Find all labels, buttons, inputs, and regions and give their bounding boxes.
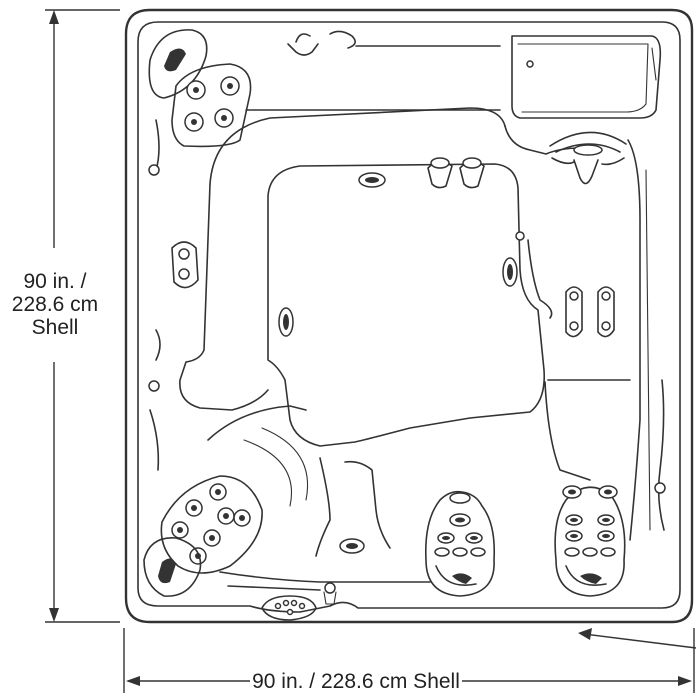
fountain-fixture xyxy=(549,131,627,185)
height-dimension xyxy=(45,9,120,623)
filter-compartment-icon xyxy=(511,35,662,119)
footwell xyxy=(149,45,665,591)
wall-jets xyxy=(278,172,525,554)
height-label-line-3: Shell xyxy=(31,316,79,339)
width-label-text: 90 in. / 228.6 cm Shell xyxy=(252,670,460,693)
jet-cluster-top-left xyxy=(171,63,252,148)
seat-jets-right xyxy=(554,485,626,597)
twin-jets-top xyxy=(427,157,485,189)
arrow-left-icon xyxy=(578,628,697,649)
shell-inner-rim xyxy=(137,21,681,613)
height-label-line-2: 228.6 cm xyxy=(11,293,99,316)
pillow-bottom-left xyxy=(143,537,202,597)
left-wall-twin-jets xyxy=(171,241,199,289)
pillow-top-left xyxy=(148,29,208,99)
control-panel-icon xyxy=(261,595,317,621)
top-center-fixture xyxy=(287,30,356,56)
right-seat-jets xyxy=(565,286,615,338)
height-label-line-1: 90 in. / xyxy=(23,270,87,293)
width-dimension xyxy=(123,628,695,693)
seat-jets-center xyxy=(424,490,496,597)
height-dimension-label: 90 in. / 228.6 cm Shell xyxy=(0,270,110,339)
shell-outline xyxy=(124,8,694,624)
lounge-jet-cluster xyxy=(160,475,263,574)
width-dimension-label: 90 in. / 228.6 cm Shell xyxy=(250,670,462,693)
rim-fixtures xyxy=(148,164,666,605)
